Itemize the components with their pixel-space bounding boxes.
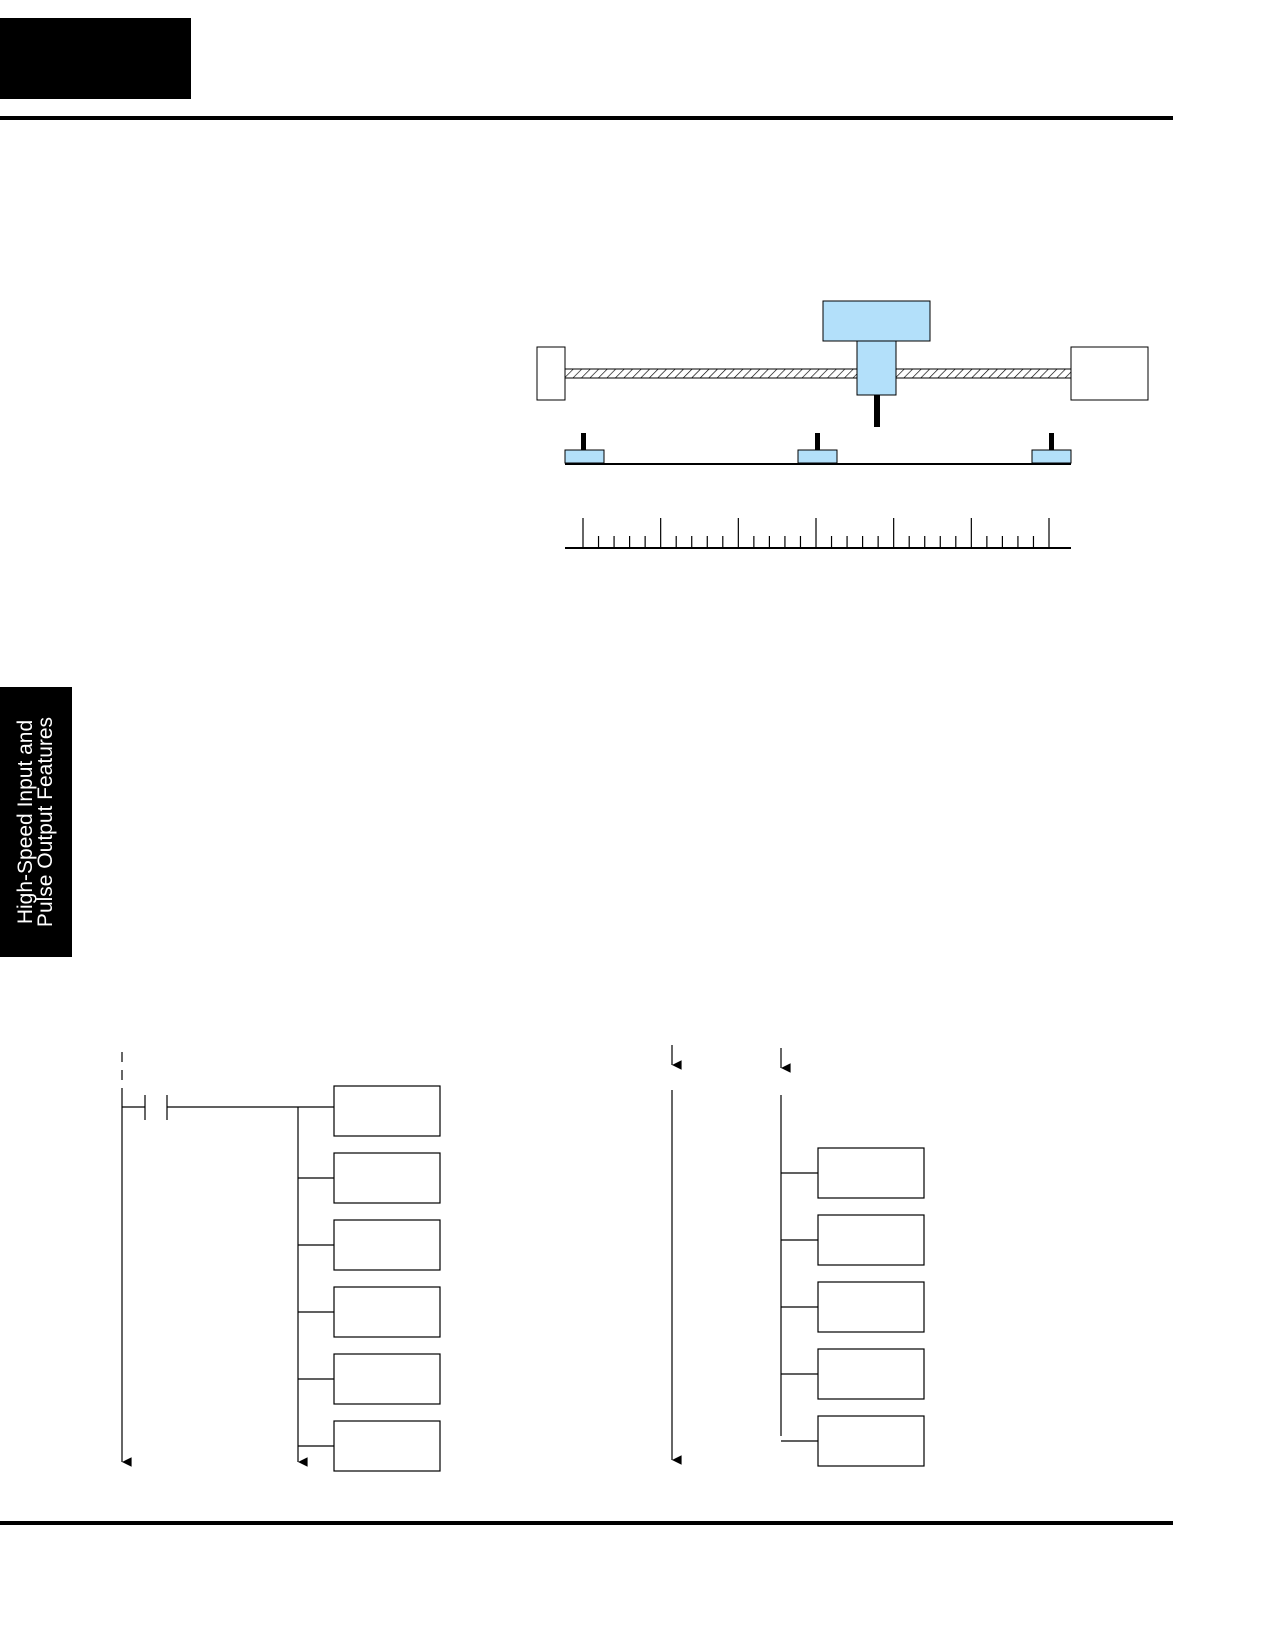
sensor-left <box>564 433 605 464</box>
chapter-header-block <box>0 18 191 99</box>
carriage-body <box>856 340 897 396</box>
scale-ticks <box>582 518 1050 548</box>
sensor-middle <box>797 433 838 464</box>
carriage-pointer <box>874 395 880 427</box>
right-instruction-box <box>817 1415 925 1467</box>
left-instruction-box <box>333 1085 441 1137</box>
left-instruction-box <box>333 1286 441 1338</box>
right-instruction-box <box>817 1348 925 1400</box>
right-instruction-box <box>817 1214 925 1266</box>
header-rule <box>0 116 1173 120</box>
right-instruction-box <box>817 1281 925 1333</box>
ladder-right-figure <box>671 1045 925 1467</box>
footer-rule <box>0 1521 1173 1525</box>
right-instruction-boxes <box>781 1147 925 1467</box>
ladder-left-figure <box>121 1052 441 1472</box>
left-instruction-box <box>333 1353 441 1405</box>
left-instruction-box <box>333 1152 441 1204</box>
sensor-right <box>1031 433 1072 464</box>
left-end-block <box>536 346 566 401</box>
section-side-tab[interactable]: High-Speed Input and Pulse Output Featur… <box>0 687 72 957</box>
left-instruction-boxes <box>298 1085 441 1472</box>
left-instruction-box <box>333 1420 441 1472</box>
left-instruction-box <box>333 1219 441 1271</box>
linear-axis-figure <box>536 300 1149 549</box>
right-instruction-box <box>817 1147 925 1199</box>
lead-screw <box>564 368 1072 379</box>
motor-block <box>1070 346 1149 401</box>
carriage-top <box>822 300 931 342</box>
